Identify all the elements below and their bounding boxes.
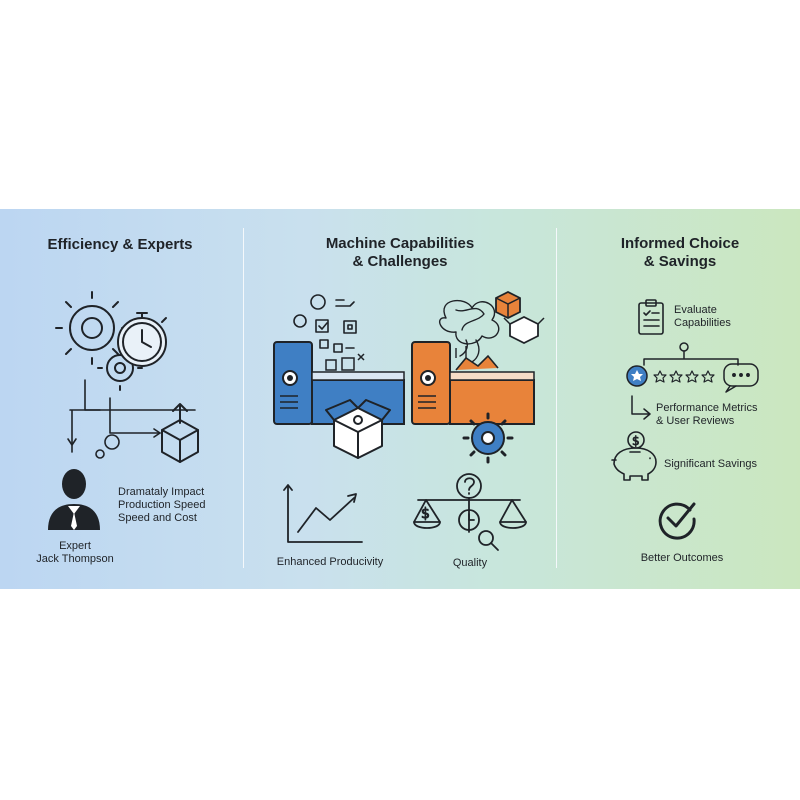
column-divider-2 [556,228,557,568]
gear-icon [55,291,129,365]
chat-icon [723,363,759,393]
gear-stopwatch-flow-icon [55,291,199,463]
tangle-icon [438,299,500,363]
step-performance: Performance Metrics & User Reviews [656,402,758,427]
svg-text:$: $ [421,506,430,522]
column-title-machine: Machine Capabilities & Challenges [325,235,475,270]
box-icon [161,403,199,463]
branch-arrow-icon [631,395,651,420]
machine-icon-orange [411,341,535,425]
expert-quote: Dramataly Impact Production Speed Speed … [118,486,206,524]
column-title-informed: Informed Choice & Savings [620,235,740,270]
step-outcomes: Better Outcomes [640,552,724,564]
stopwatch-icon [117,312,167,367]
caption-quality: Quality [452,557,488,569]
column-divider-1 [243,228,244,568]
svg-text:$: $ [632,434,640,448]
clipboard-icon [638,299,664,335]
box-icon [495,290,545,345]
gear-icon-blue [462,412,514,464]
machines-illustration [273,290,545,464]
person-icon [48,469,100,530]
expert-label: Expert Jack Thompson [36,540,114,565]
open-box-icon [325,399,391,459]
step-evaluate: Evaluate Capabilities [674,304,731,329]
scale-icon: $ [413,473,527,551]
rating-icon [626,342,759,393]
rating-stars-icon [653,370,715,383]
checkmark-icon [658,502,696,540]
piggy-bank-icon: $ [611,431,657,481]
column-title-efficiency: Efficiency & Experts [47,236,193,253]
caption-productivity: Enhanced Producivity [276,556,384,568]
growth-chart-icon [283,484,363,543]
machine-icon-blue [273,341,405,425]
step-savings: Significant Savings [664,458,757,470]
